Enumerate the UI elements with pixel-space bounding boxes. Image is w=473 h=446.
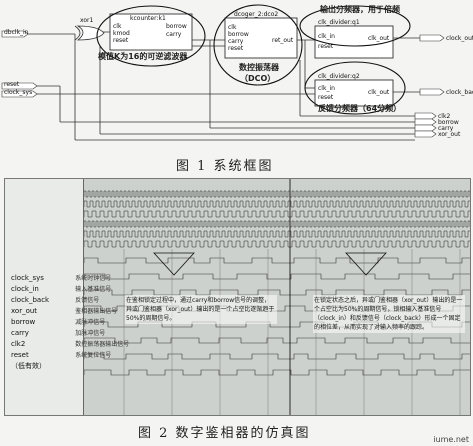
- signal-name: clk2: [11, 340, 26, 348]
- dco-block: [224, 17, 298, 59]
- port-reset: reset: [4, 81, 20, 88]
- kcounter-pin: kmod: [113, 30, 130, 37]
- signal-row: clk2 数控振荡器输出信号: [11, 339, 129, 348]
- annotation-dco: 数控振荡器: [239, 63, 279, 72]
- annotation-k-counter: 模值K为16的可逆滤波器: [98, 52, 188, 61]
- kcounter-pin: clk: [113, 23, 122, 30]
- signal-name: clock_sys: [11, 274, 44, 282]
- port-borrow: borrow: [438, 119, 459, 126]
- port-clk2: clk2: [438, 113, 451, 120]
- output-divider-block: [314, 25, 394, 59]
- annotation-dco-abbr: （DCO）: [240, 74, 276, 83]
- signal-trace: [84, 273, 470, 280]
- kcounter-title: kcounter:k1: [130, 15, 166, 22]
- reset-active-low-label: （低有效）: [11, 362, 46, 370]
- signal-row: reset 系统复位信号: [11, 350, 111, 359]
- signal-row: clock_in 输入基准信号: [11, 284, 111, 293]
- signal-trace: [84, 369, 470, 376]
- kcounter-block: [109, 13, 193, 51]
- clock-trace: [84, 190, 470, 198]
- out-divider-pin: clk_out: [368, 35, 390, 42]
- kcounter-pin: reset: [113, 37, 129, 44]
- dco-pin: ret_out: [272, 37, 294, 44]
- simulation-waveform-window: clock_sys 系统时钟信号 clock_in 输入基准信号 clock_b…: [4, 178, 471, 416]
- annotation-feedback-divider: 反馈分频器（64分频）: [318, 104, 402, 113]
- signal-desc: 系统时钟信号: [75, 275, 112, 282]
- clock-trace: [84, 220, 470, 228]
- port-dbclk-in: dbclk_in: [4, 29, 29, 36]
- fb-divider-pin: clk_in: [318, 85, 335, 92]
- dco-pin: borrow: [228, 31, 249, 38]
- out-divider-title: clk_divider:q1: [318, 19, 360, 26]
- system-block-diagram: [0, 0, 473, 150]
- signal-row: clock_sys 系统时钟信号: [11, 273, 111, 282]
- signal-list-panel: [5, 179, 84, 415]
- clock-trace: [84, 200, 470, 208]
- port-clock-sys: clock_sys: [4, 89, 33, 96]
- dco-pin: carry: [228, 38, 244, 45]
- fb-divider-pin: reset: [318, 94, 334, 101]
- site-watermark: iume.net: [433, 435, 469, 444]
- signal-trace: [84, 257, 470, 264]
- clock-trace: [84, 210, 470, 218]
- annotation-locking-process: 在鉴相锁定过程中，通过carry和borrow信号的调整，异或门鉴相器（xor_…: [125, 295, 277, 324]
- signal-desc: 系统复位信号: [75, 352, 112, 359]
- annotation-output-divider: 输出分频器，用于倍频: [320, 5, 400, 14]
- dco-title: dcoger_2:dco2: [234, 11, 279, 18]
- fb-divider-title: clk_divider:q2: [318, 73, 360, 80]
- signal-desc: 输入基准信号: [75, 286, 112, 293]
- port-clock-out: clock_out: [446, 35, 473, 42]
- kcounter-pin: carry: [166, 31, 182, 38]
- kcounter-pin: borrow: [166, 23, 187, 30]
- feedback-divider-block: [314, 79, 394, 107]
- clock-trace: [84, 230, 470, 238]
- dco-pin: clk: [228, 24, 237, 31]
- port-xor-out: xor_out: [438, 131, 461, 138]
- clock-trace: [84, 240, 470, 248]
- signal-row: carry 加脉冲信号: [11, 328, 105, 337]
- out-divider-pin: clk_in: [318, 33, 335, 40]
- signal-name: carry: [11, 329, 29, 337]
- signal-desc: 反馈信号: [75, 297, 100, 304]
- signal-row: xor_out 鉴相器输出信号: [11, 306, 117, 315]
- signal-desc: 减脉冲信号: [75, 319, 106, 326]
- signal-trace: [84, 337, 470, 344]
- figure2-caption: 图 2 数字鉴相器的仿真图: [138, 426, 311, 441]
- figure1-caption: 图 1 系统框图: [176, 159, 274, 174]
- annotation-pointer: [153, 252, 195, 276]
- signal-desc: 数控振荡器输出信号: [75, 341, 130, 348]
- out-divider-pin: reset: [318, 43, 334, 50]
- signal-row: clock_back 反馈信号: [11, 295, 99, 304]
- port-carry: carry: [438, 125, 454, 132]
- annotation-pointer: [345, 252, 387, 276]
- dco-pin: reset: [228, 45, 244, 52]
- signal-name: clock_in: [11, 285, 39, 293]
- signal-row: borrow 减脉冲信号: [11, 317, 105, 326]
- signal-desc: 加脉冲信号: [75, 330, 106, 337]
- signal-name: borrow: [11, 318, 36, 326]
- signal-name: reset: [11, 351, 29, 359]
- signal-name: clock_back: [11, 296, 50, 304]
- port-clock-back: clock_back: [446, 89, 473, 96]
- signal-name: xor_out: [11, 307, 38, 315]
- signal-trace: [84, 353, 470, 360]
- annotation-locked-state: 在锁定状态之后，异或门鉴相器（xor_out）输出的是一个占空比为50%的周期信…: [313, 295, 465, 333]
- signal-desc: 鉴相器输出信号: [75, 308, 118, 315]
- fb-divider-pin: clk_out: [368, 89, 390, 96]
- xor-label: xor1: [80, 17, 94, 24]
